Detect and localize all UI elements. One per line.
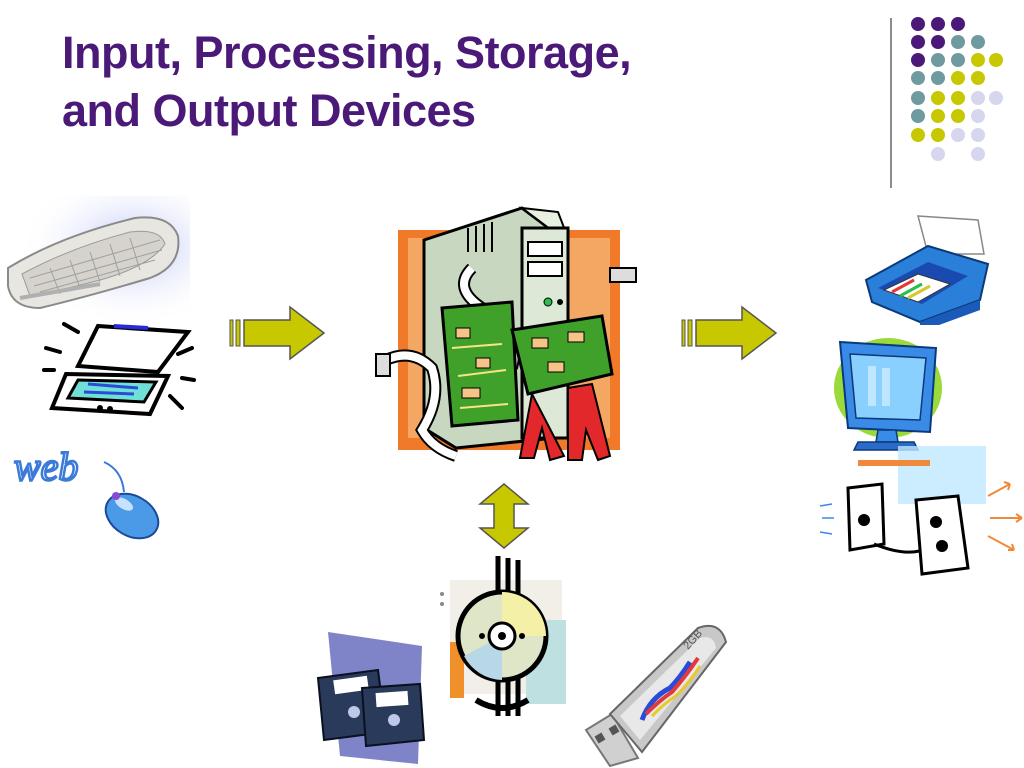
dot-row-7 bbox=[911, 128, 985, 142]
title-divider bbox=[890, 18, 892, 188]
slide-title: Input, Processing, Storage, and Output D… bbox=[62, 24, 842, 140]
title-line-2: and Output Devices bbox=[62, 85, 476, 136]
keyboard-icon bbox=[0, 196, 190, 326]
dot-row-8 bbox=[931, 147, 985, 161]
dot-row-5 bbox=[911, 91, 1003, 105]
printer-icon bbox=[864, 215, 990, 325]
scanner-icon bbox=[42, 322, 196, 417]
dot-row-4 bbox=[911, 71, 985, 85]
processing-storage-arrow bbox=[477, 483, 531, 549]
input-to-processing-arrow bbox=[229, 305, 326, 361]
decorative-dot-grid bbox=[911, 17, 1003, 161]
web-label: web bbox=[14, 444, 78, 489]
dot-row-1 bbox=[911, 17, 965, 31]
dot-row-3 bbox=[911, 53, 1003, 67]
floppy-disk-icon bbox=[316, 632, 426, 764]
speakers-icon bbox=[819, 446, 1023, 576]
dot-row-2 bbox=[911, 35, 985, 49]
usb-drive-icon: 2GB bbox=[584, 624, 728, 768]
mouse-icon: web bbox=[13, 443, 160, 540]
title-line-1: Input, Processing, Storage, bbox=[62, 27, 632, 78]
monitor-icon bbox=[834, 338, 942, 451]
dot-row-6 bbox=[911, 109, 985, 123]
cd-icon bbox=[440, 556, 566, 716]
computer-tower-icon bbox=[375, 206, 637, 462]
processing-to-output-arrow bbox=[681, 305, 778, 361]
